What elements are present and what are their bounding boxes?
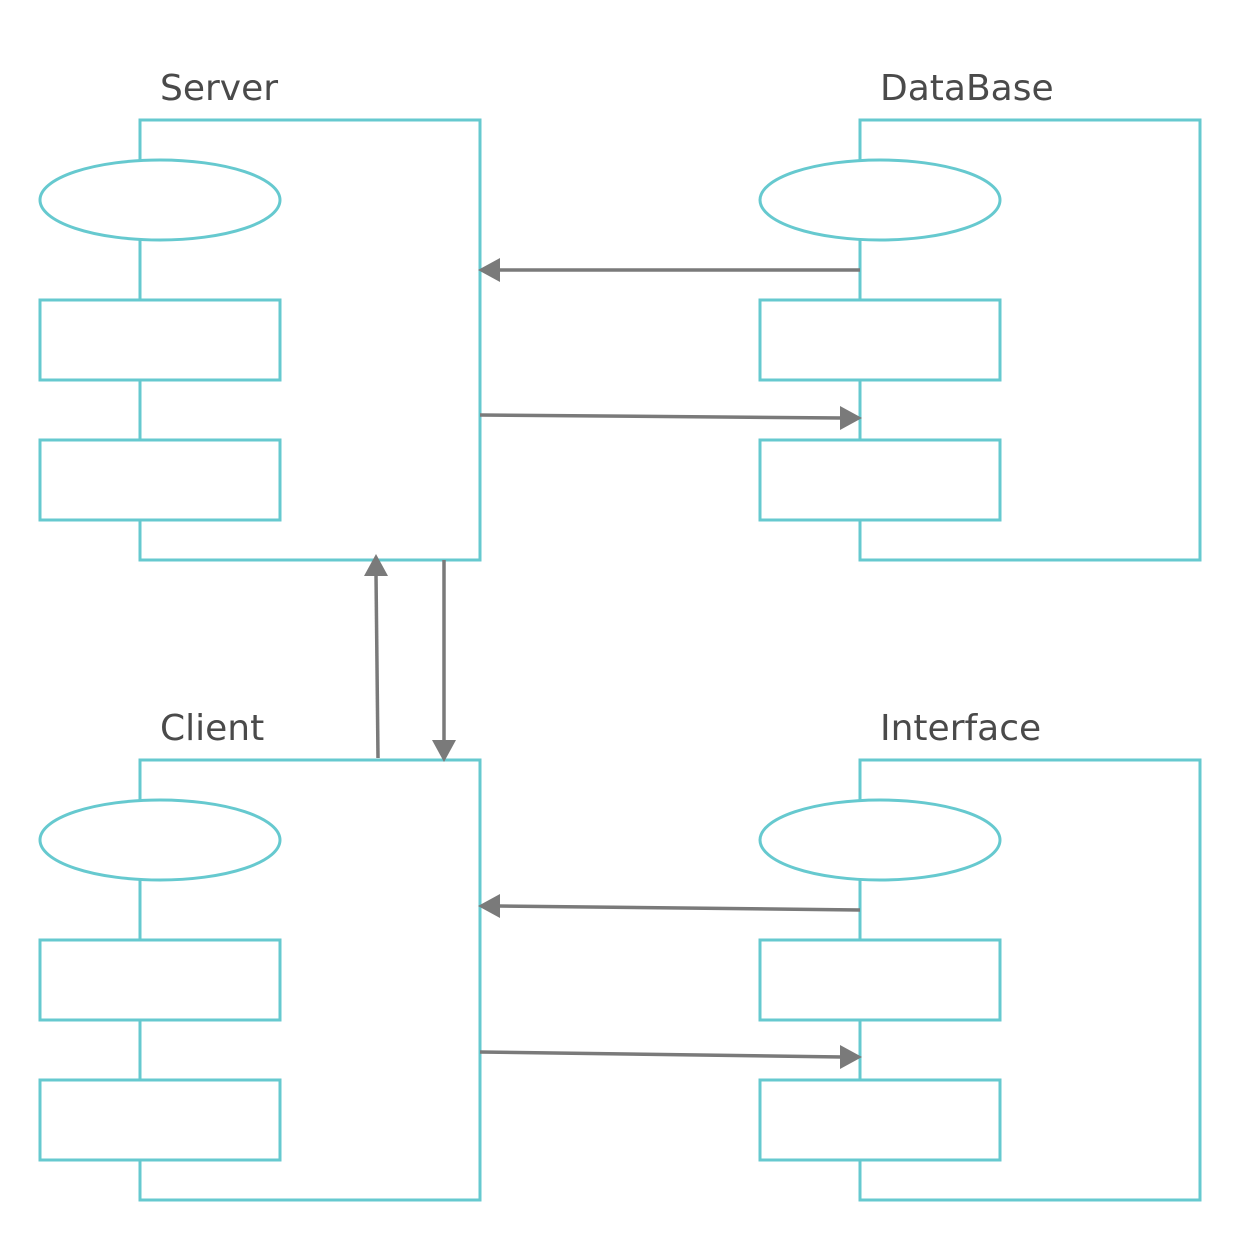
client-label: Client <box>160 708 264 749</box>
arrow-database-to-server[interactable] <box>478 258 860 282</box>
interface-interface-ellipse <box>758 798 1002 882</box>
server-component[interactable]: Server <box>38 68 482 562</box>
arrow-client-to-interface[interactable] <box>479 1045 862 1069</box>
arrowhead-icon <box>364 554 388 576</box>
server-port-2 <box>38 438 282 522</box>
database-port-1 <box>758 298 1002 382</box>
interface-component[interactable]: Interface <box>758 708 1202 1202</box>
client-interface-ellipse <box>38 798 282 882</box>
arrow-interface-to-client[interactable] <box>478 894 861 918</box>
arrowhead-icon <box>840 1045 862 1069</box>
database-interface-ellipse <box>758 158 1002 242</box>
server-port-1 <box>38 298 282 382</box>
server-label: Server <box>160 68 278 109</box>
server-interface-ellipse <box>38 158 282 242</box>
database-label: DataBase <box>880 68 1054 109</box>
arrowhead-icon <box>478 258 500 282</box>
database-component[interactable]: DataBase <box>758 68 1202 562</box>
database-port-2 <box>758 438 1002 522</box>
arrowhead-icon <box>840 406 862 430</box>
arrow-server-to-client[interactable] <box>432 560 456 762</box>
arrowhead-icon <box>432 740 456 762</box>
arrow-client-to-server[interactable] <box>364 554 388 759</box>
arrow-server-to-database[interactable] <box>479 406 862 430</box>
interface-port-2 <box>758 1078 1002 1162</box>
arrowhead-icon <box>478 894 500 918</box>
client-component[interactable]: Client <box>38 708 482 1202</box>
client-port-2 <box>38 1078 282 1162</box>
interface-port-1 <box>758 938 1002 1022</box>
interface-label: Interface <box>880 708 1041 749</box>
client-port-1 <box>38 938 282 1022</box>
